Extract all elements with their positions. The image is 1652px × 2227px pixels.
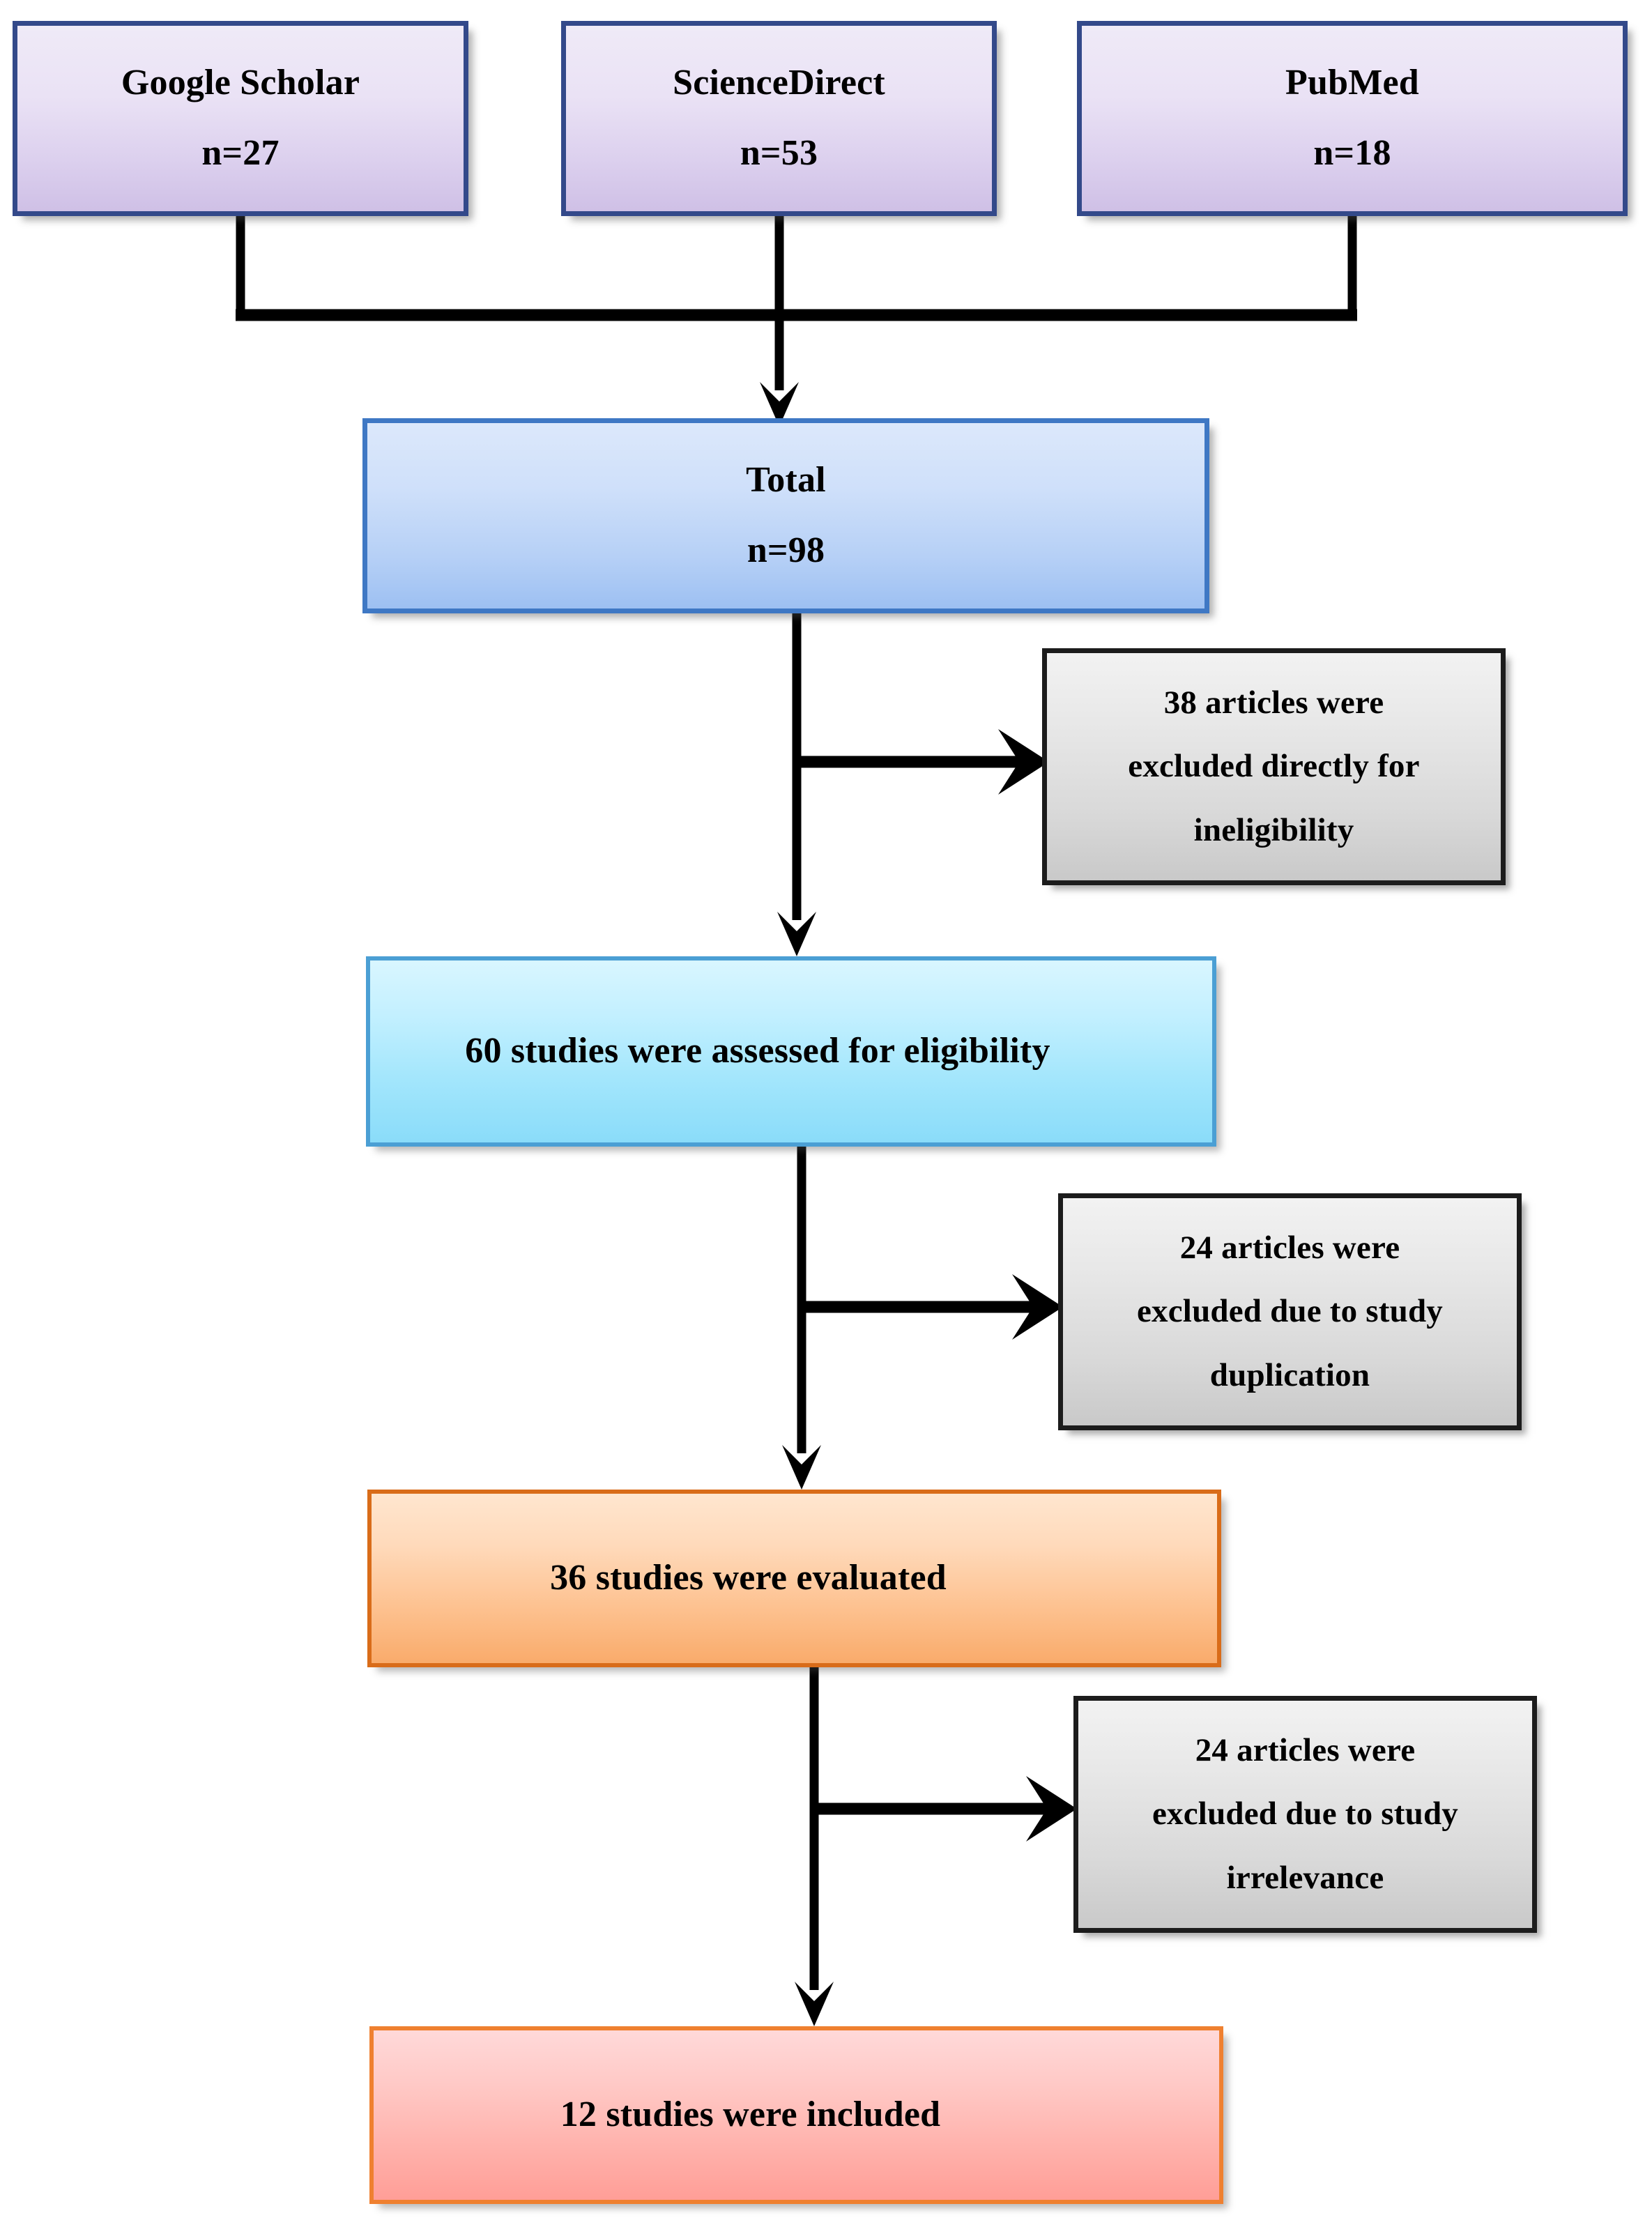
total-box[interactable]: Total n=98: [362, 418, 1209, 613]
evaluated-label: 36 studies were evaluated: [550, 1558, 947, 1598]
arrowhead-to-total: [760, 382, 799, 427]
included-label: 12 studies were included: [560, 2095, 941, 2135]
source-box-pubmed[interactable]: PubMed n=18: [1077, 21, 1628, 216]
exclusion-box-ineligibility[interactable]: 38 articles were excluded directly for i…: [1042, 648, 1506, 885]
included-box[interactable]: 12 studies were included: [369, 2026, 1223, 2204]
exclusion-line-3: ineligibility: [1193, 811, 1354, 848]
source-count: n=18: [1313, 133, 1391, 173]
source-count: n=27: [201, 133, 280, 173]
total-label: Total: [746, 460, 826, 500]
arrowhead-to-assessed: [777, 912, 816, 956]
exclusion-line-1: 24 articles were: [1179, 1229, 1400, 1266]
exclusion-line-3: irrelevance: [1226, 1859, 1384, 1896]
arrowhead-to-exclusion-2: [1012, 1274, 1063, 1340]
arrowhead-to-exclusion-3: [1026, 1776, 1077, 1842]
exclusion-line-2: excluded directly for: [1128, 748, 1420, 785]
source-name: ScienceDirect: [673, 63, 885, 103]
total-count: n=98: [747, 530, 825, 570]
source-box-google-scholar[interactable]: Google Scholar n=27: [13, 21, 468, 216]
exclusion-line-3: duplication: [1209, 1356, 1370, 1393]
source-count: n=53: [740, 133, 818, 173]
assessed-box[interactable]: 60 studies were assessed for eligibility: [366, 956, 1216, 1147]
evaluated-box[interactable]: 36 studies were evaluated: [367, 1490, 1221, 1667]
exclusion-box-irrelevance[interactable]: 24 articles were excluded due to study i…: [1073, 1696, 1537, 1933]
arrowhead-to-exclusion-1: [998, 729, 1049, 795]
exclusion-line-2: excluded due to study: [1152, 1796, 1459, 1832]
arrowhead-to-evaluated: [782, 1445, 821, 1490]
source-name: PubMed: [1285, 63, 1419, 103]
exclusion-line-1: 38 articles were: [1163, 684, 1384, 721]
assessed-label: 60 studies were assessed for eligibility: [465, 1031, 1050, 1071]
exclusion-box-duplication[interactable]: 24 articles were excluded due to study d…: [1058, 1193, 1522, 1430]
source-box-sciencedirect[interactable]: ScienceDirect n=53: [561, 21, 997, 216]
arrowhead-to-included: [795, 1982, 834, 2026]
exclusion-line-1: 24 articles were: [1195, 1731, 1416, 1768]
exclusion-line-2: excluded due to study: [1136, 1293, 1444, 1330]
source-name: Google Scholar: [121, 63, 360, 103]
